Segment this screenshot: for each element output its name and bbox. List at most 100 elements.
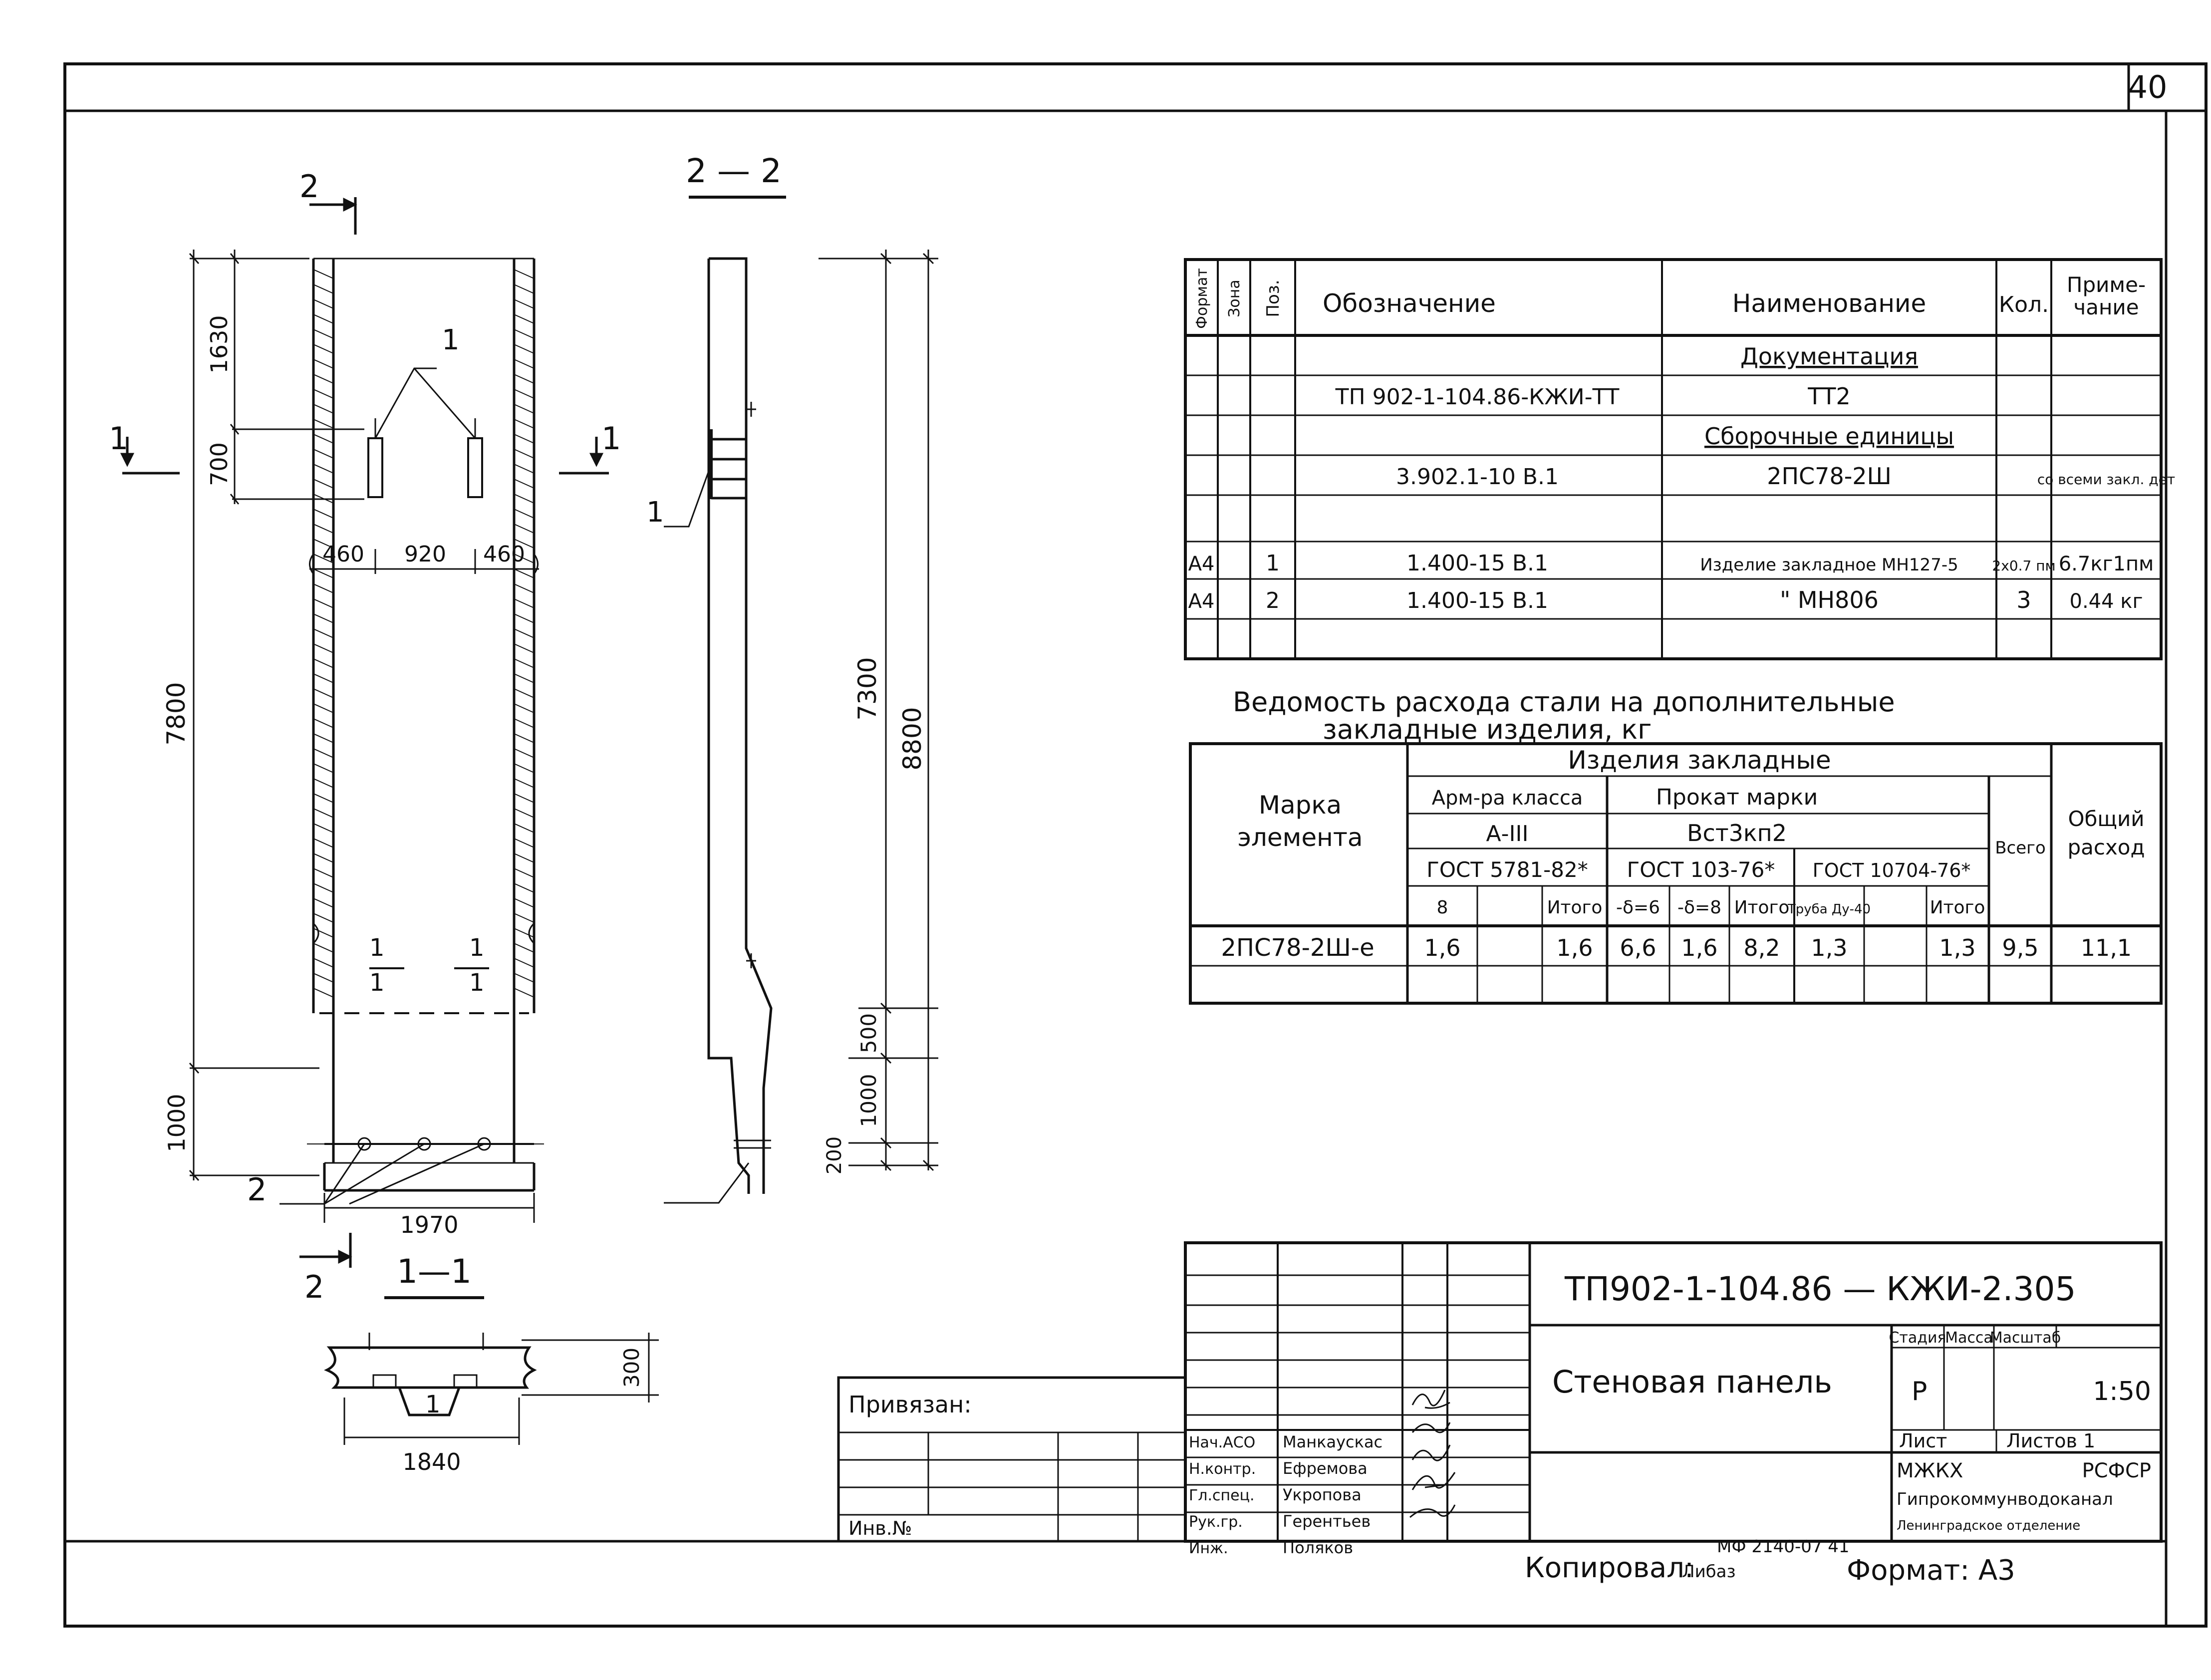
steel-subheader-cell: Труба Ду-40 — [1787, 902, 1871, 917]
stamp-title: Стеновая панель — [1552, 1364, 1832, 1400]
section-mark-2-left: 2 — [247, 1171, 267, 1208]
section-1-1-view — [324, 1333, 659, 1445]
stamp-person-role: Нач.АСО — [1189, 1434, 1255, 1451]
steel-table — [1189, 742, 2163, 1005]
copied-name: Либаз — [1682, 1562, 1736, 1582]
panel-front-view — [279, 258, 544, 1205]
dim-1840: 1840 — [402, 1448, 461, 1475]
callout-1: 1 — [442, 324, 460, 356]
dim-500: 500 — [856, 1013, 881, 1053]
privyazan-label: Привязан: — [848, 1391, 972, 1418]
spec-cell-format: А4 — [1188, 590, 1215, 613]
spec-cell-qty: 3 — [2016, 586, 2031, 613]
steel-subheader-cell: -δ=8 — [1677, 897, 1721, 918]
spec-cell-designation: ТП 902-1-104.86-КЖИ-ТТ — [1335, 384, 1620, 410]
stamp-person-name: Укропова — [1283, 1485, 1362, 1504]
steel-h-prokat-mark: Вст3кп2 — [1687, 820, 1787, 846]
signatures — [1409, 1390, 1456, 1518]
section-mark-2-top: 2 — [299, 168, 319, 205]
steel-title-l2: закладные изделия, кг — [1323, 714, 1652, 745]
stamp-person-role: Н.контр. — [1189, 1460, 1256, 1478]
steel-h-arm-class: А-III — [1486, 821, 1529, 846]
stamp-person-name: Манкаускас — [1283, 1432, 1382, 1451]
stamp-person-name: Герентьев — [1283, 1512, 1371, 1531]
stamp-scale-header: Масштаб — [1990, 1329, 2061, 1347]
dim-1970: 1970 — [400, 1211, 458, 1238]
section-2-2-callout-1: 1 — [646, 496, 664, 529]
steel-subheader-cell: Итого — [1734, 897, 1790, 918]
section-mark-2-bottom: 2 — [304, 1269, 324, 1305]
spec-table — [1184, 258, 2163, 660]
dim-7800: 7800 — [162, 682, 191, 745]
steel-h-arm-gost: ГОСТ 5781-82* — [1426, 857, 1588, 882]
steel-cell-c1: 1,6 — [1424, 934, 1460, 961]
dim-460-right: 460 — [483, 542, 525, 567]
steel-title-l1: Ведомость расхода стали на дополнительны… — [1233, 686, 1895, 718]
steel-h-items: Изделия закладные — [1568, 746, 1831, 775]
spec-cell-name: " МН806 — [1780, 586, 1879, 613]
dim-700: 700 — [206, 442, 233, 486]
sheet-format: Формат: А3 — [1847, 1554, 2015, 1587]
section-1-1-callout: 1 — [425, 1391, 441, 1418]
dim-1630: 1630 — [206, 315, 233, 373]
spec-cell-name: Изделие закладное МН127-5 — [1700, 555, 1958, 575]
stamp-org-l3: Ленинградское отделение — [1897, 1518, 2080, 1533]
dim-8800: 8800 — [898, 707, 927, 770]
steel-subheader-cell: -δ=6 — [1616, 897, 1660, 918]
spec-header-name: Наименование — [1732, 289, 1927, 318]
steel-subheader-cell: Итого — [1547, 897, 1603, 918]
spec-header-pos: Поз. — [1263, 280, 1283, 317]
copied-label: Копировал: — [1525, 1552, 1694, 1584]
steel-h-mark-l1: Марка — [1259, 791, 1342, 820]
copied-no: МФ 2140-07 41 — [1717, 1537, 1850, 1557]
dim-920: 920 — [404, 542, 446, 567]
spec-cell-designation: 3.902.1-10 В.1 — [1396, 464, 1559, 490]
steel-cell-c6: 8,2 — [1743, 934, 1780, 961]
spec-cell-name: 2ПС78-2Ш — [1767, 463, 1892, 490]
steel-subheader-cell: 8 — [1437, 897, 1448, 918]
steel-h-arm: Арм-ра класса — [1432, 787, 1583, 810]
steel-h-gost10704: ГОСТ 10704-76* — [1813, 859, 1971, 881]
spec-cell-note: со всеми закл. дет — [2037, 471, 2175, 488]
section-2-2-dimensions — [819, 250, 938, 1171]
steel-h-common-l1: Общий — [2068, 807, 2144, 831]
spec-cell-note: 6.7кг1пм — [2059, 553, 2154, 575]
section-arrows — [120, 197, 609, 1268]
stamp-org-l1a: МЖКХ — [1897, 1459, 1963, 1482]
inv-label: Инв.№ — [848, 1517, 912, 1539]
spec-cell-qty: 2х0.7 пм — [1992, 558, 2055, 574]
dim-1000-right: 1000 — [856, 1074, 881, 1127]
spec-header-format: Формат — [1193, 268, 1211, 329]
spec-cell-pos: 2 — [1266, 588, 1280, 613]
steel-cell-total: 9,5 — [2002, 934, 2038, 961]
steel-h-gost103: ГОСТ 103-76* — [1627, 857, 1775, 882]
cut-mark-1-right: 1 — [469, 934, 485, 962]
cut-mark-1-left: 1 — [369, 934, 385, 962]
stamp-code: ТП902-1-104.86 — КЖИ-2.305 — [1564, 1270, 2076, 1308]
section-mark-1-right: 1 — [601, 420, 621, 457]
section-2-2-view — [664, 257, 773, 1204]
spec-cell-name: Сборочные единицы — [1704, 423, 1954, 450]
dim-200: 200 — [823, 1136, 846, 1174]
spec-cell-name: ТТ2 — [1807, 383, 1850, 410]
spec-cell-pos: 1 — [1266, 551, 1280, 576]
cut-mark-1-left-b: 1 — [369, 969, 385, 997]
stamp-person-name: Ефремова — [1283, 1459, 1368, 1478]
spec-header-zone: Зона — [1226, 280, 1243, 317]
stamp-person-role: Гл.спец. — [1189, 1487, 1255, 1504]
stamp-person-role: Инж. — [1189, 1540, 1228, 1557]
dim-7300: 7300 — [853, 657, 882, 720]
spec-header-designation: Обозначение — [1323, 289, 1496, 318]
sheet-number: 40 — [2128, 69, 2168, 105]
dim-460-left: 460 — [322, 542, 364, 567]
steel-cell-c7: 1,3 — [1811, 934, 1847, 961]
steel-cell-c3: 1,6 — [1556, 934, 1593, 961]
spec-cell-note: 0.44 кг — [2070, 590, 2143, 613]
steel-h-common-l2: расход — [2067, 835, 2145, 859]
steel-cell-mark: 2ПС78-2Ш-е — [1221, 934, 1374, 962]
steel-cell-c4: 6,6 — [1620, 934, 1656, 961]
spec-header-note-l1: Приме- — [2067, 273, 2146, 297]
stamp-stage-header: Стадия — [1889, 1329, 1946, 1347]
